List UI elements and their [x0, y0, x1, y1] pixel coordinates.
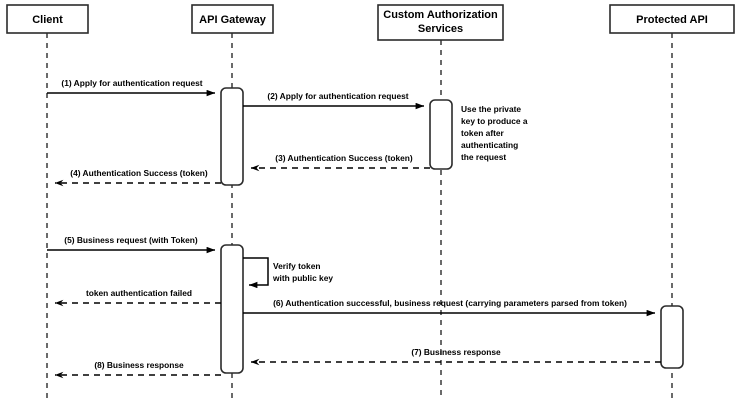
message-8-label: (8) Business response — [94, 360, 184, 370]
message-6-label: (6) Authentication successful, business … — [273, 298, 627, 308]
participant-client[interactable]: Client — [6, 4, 89, 34]
message-4[interactable]: (4) Authentication Success (token) — [54, 168, 221, 187]
participant-client-label: Client — [32, 14, 63, 26]
message-self-label-line2: with public key — [272, 273, 333, 283]
participant-protected-api-label: Protected API — [636, 14, 708, 26]
message-7[interactable]: (7) Business response — [250, 347, 661, 366]
note-line-1: Use the private — [461, 104, 521, 114]
message-4-label: (4) Authentication Success (token) — [70, 168, 208, 178]
message-self-verify-token[interactable]: Verify token with public key — [243, 257, 333, 289]
message-7-label: (7) Business response — [411, 347, 501, 357]
message-2[interactable]: (2) Apply for authentication request — [243, 91, 425, 110]
participant-cas-label-line1: Custom Authorization — [383, 9, 498, 21]
message-3-label: (3) Authentication Success (token) — [275, 153, 413, 163]
message-self-label-line1: Verify token — [273, 261, 320, 271]
note-line-4: authenticating — [461, 140, 518, 150]
activation-cas-auth — [429, 99, 453, 170]
activation-api-gateway-auth — [220, 87, 244, 186]
note-private-key: Use the private key to produce a token a… — [461, 104, 528, 162]
message-2-label: (2) Apply for authentication request — [267, 91, 408, 101]
message-8[interactable]: (8) Business response — [54, 360, 221, 379]
participant-custom-authorization-services[interactable]: Custom Authorization Services — [377, 4, 504, 41]
message-1-label: (1) Apply for authentication request — [61, 78, 202, 88]
note-line-5: the request — [461, 152, 506, 162]
activation-protected-api-business — [660, 305, 684, 369]
note-line-3: token after — [461, 128, 505, 138]
message-6[interactable]: (6) Authentication successful, business … — [243, 298, 656, 317]
participant-cas-label-line2: Services — [418, 23, 463, 35]
message-token-failed-label: token authentication failed — [86, 288, 192, 298]
message-1[interactable]: (1) Apply for authentication request — [47, 78, 216, 97]
participant-api-gateway[interactable]: API Gateway — [191, 4, 274, 34]
message-5[interactable]: (5) Business request (with Token) — [47, 235, 216, 254]
message-token-authentication-failed[interactable]: token authentication failed — [54, 288, 221, 307]
message-3[interactable]: (3) Authentication Success (token) — [250, 153, 430, 172]
note-line-2: key to produce a — [461, 116, 528, 126]
participant-api-gateway-label: API Gateway — [199, 14, 267, 26]
message-5-label: (5) Business request (with Token) — [64, 235, 198, 245]
activation-api-gateway-business — [220, 244, 244, 374]
participant-protected-api[interactable]: Protected API — [609, 4, 735, 34]
